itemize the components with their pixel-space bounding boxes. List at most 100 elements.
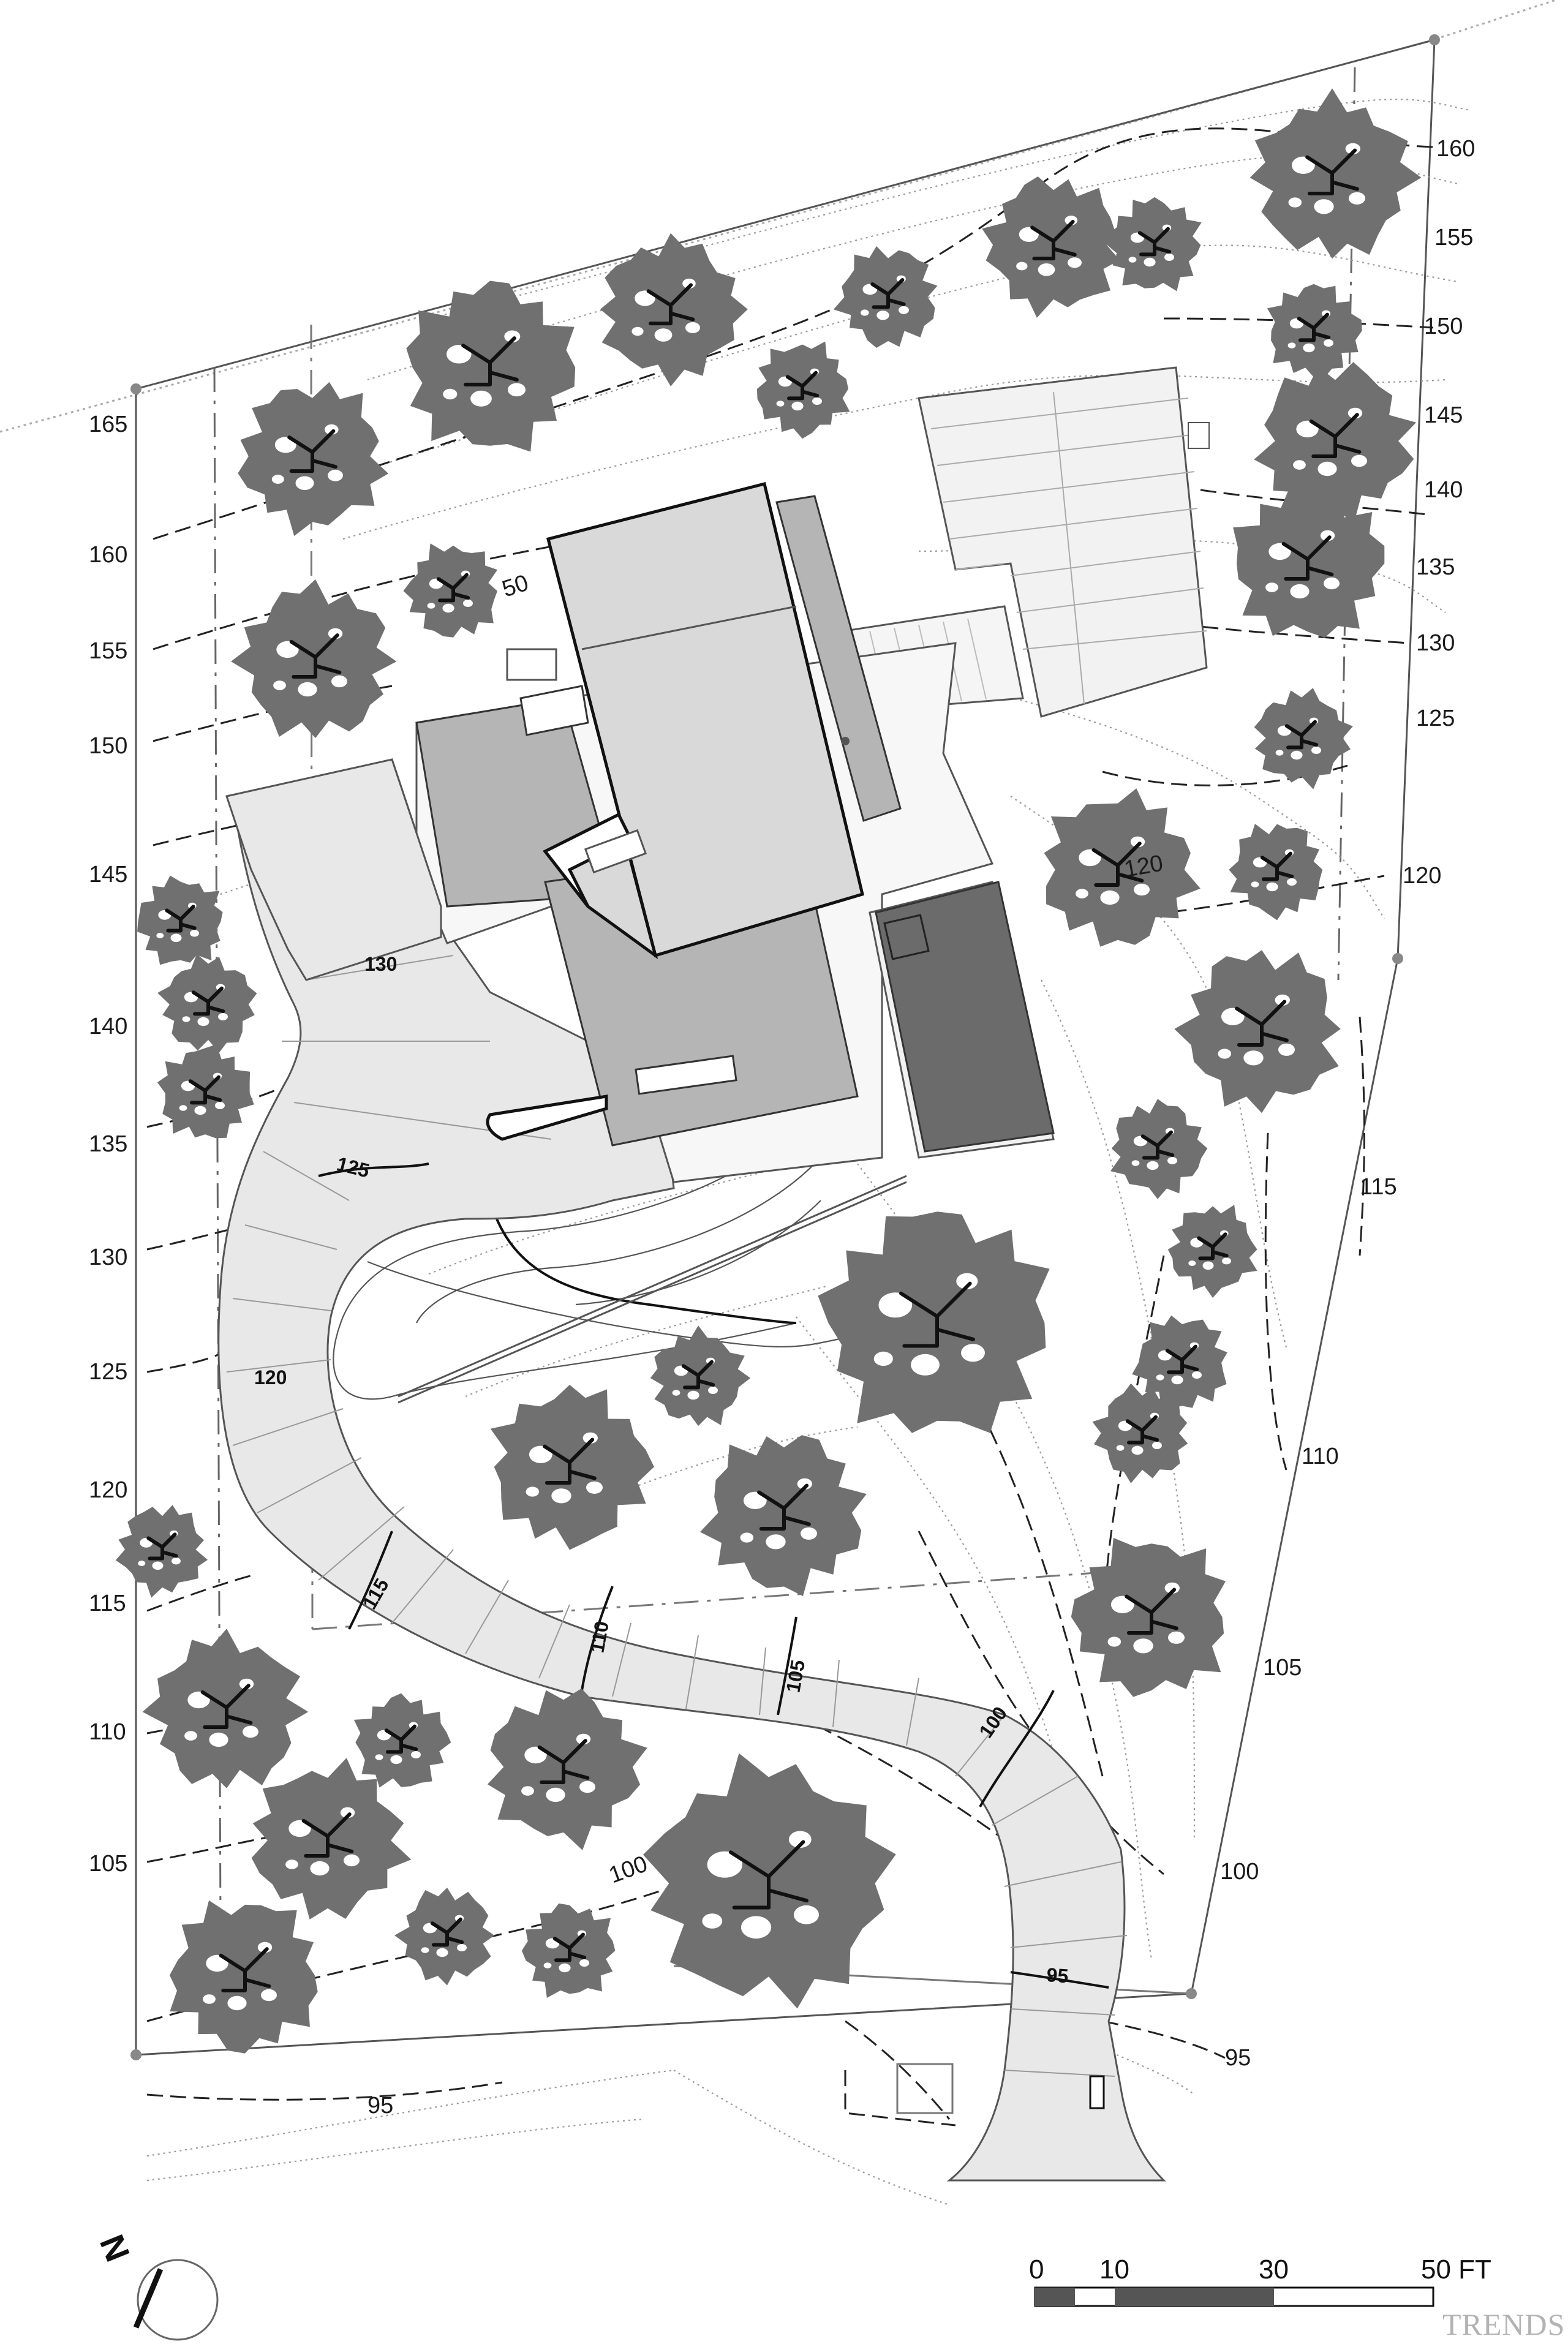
- brand-watermark: TRENDS: [1442, 2307, 1565, 2341]
- tree: [1229, 824, 1323, 921]
- tree-canopy-gap: [1320, 530, 1335, 541]
- tree-canopy-gap: [138, 1561, 146, 1566]
- tree-branches: [757, 1483, 811, 1531]
- tree-canopy-gap: [878, 1292, 913, 1318]
- tree-canopy-gap: [794, 1905, 819, 1924]
- svg-text:160: 160: [1436, 136, 1475, 162]
- tree-branches: [1137, 227, 1172, 257]
- tree-canopy-gap: [1265, 582, 1278, 592]
- svg-text:125: 125: [89, 1359, 127, 1385]
- tree-canopy-gap: [1134, 883, 1150, 896]
- tree-canopy-gap: [285, 1859, 298, 1869]
- svg-text:100: 100: [606, 1851, 651, 1888]
- tree: [231, 579, 397, 739]
- svg-text:165: 165: [89, 412, 127, 437]
- tree-branches: [785, 371, 820, 401]
- tree-canopy-gap: [421, 1947, 429, 1953]
- tree-canopy-gap: [1168, 1631, 1185, 1644]
- svg-text:100: 100: [1220, 1859, 1259, 1885]
- tree-canopy: [1132, 1315, 1227, 1409]
- svg-text:140: 140: [89, 1014, 127, 1039]
- tree-canopy-gap: [741, 1916, 772, 1939]
- tree: [643, 1753, 896, 2009]
- svg-text:95: 95: [1046, 1964, 1069, 1987]
- tree-branches: [552, 1932, 587, 1962]
- tree-canopy-gap: [1128, 257, 1137, 263]
- tree-canopy-gap: [1038, 263, 1055, 276]
- tree: [1044, 788, 1200, 947]
- tree-canopy-gap: [156, 933, 164, 938]
- tree: [251, 1758, 412, 1919]
- tree-canopy-gap: [239, 1678, 254, 1690]
- svg-text:130: 130: [364, 953, 397, 975]
- tree-canopy-gap: [190, 930, 199, 937]
- tree-canopy-gap: [1345, 143, 1360, 154]
- tree: [490, 1385, 654, 1550]
- svg-text:50 FT: 50 FT: [1421, 2255, 1491, 2285]
- tree-canopy-gap: [1131, 1445, 1144, 1455]
- tree-canopy-gap: [1311, 747, 1321, 754]
- tree-canopy-gap: [194, 1106, 206, 1115]
- tree-canopy-gap: [274, 437, 296, 453]
- tree-canopy-gap: [635, 290, 655, 306]
- tree-canopy-gap: [1100, 890, 1120, 905]
- tree: [818, 1211, 1050, 1433]
- tree-canopy-gap: [672, 1390, 680, 1396]
- svg-text:135: 135: [89, 1131, 127, 1157]
- svg-text:130: 130: [1416, 630, 1455, 656]
- tree-branches: [1297, 312, 1331, 342]
- tree-canopy: [1071, 1537, 1226, 1697]
- tree-canopy-gap: [1324, 339, 1333, 347]
- tree-canopy-gap: [182, 1016, 190, 1022]
- tree-branches: [287, 429, 337, 473]
- tree-canopy-gap: [1290, 584, 1310, 599]
- tree-canopy-gap: [543, 1962, 552, 1968]
- tree-canopy-gap: [1266, 882, 1278, 892]
- tree-canopy-gap: [740, 1532, 754, 1543]
- tree-canopy-gap: [261, 1989, 277, 2002]
- tree-canopy-gap: [1116, 1445, 1125, 1451]
- tree-canopy-gap: [702, 1913, 723, 1929]
- svg-text:50: 50: [499, 570, 532, 603]
- tree: [1254, 688, 1353, 789]
- tree-branches: [1030, 220, 1077, 261]
- tree-canopy-gap: [508, 383, 526, 397]
- svg-text:125: 125: [1416, 706, 1455, 731]
- tree-canopy-gap: [206, 1954, 228, 1972]
- tree-canopy-gap: [956, 1273, 978, 1289]
- svg-text:120: 120: [89, 1477, 127, 1503]
- tree-canopy-gap: [576, 1733, 591, 1745]
- tree-canopy-gap: [328, 469, 343, 481]
- tree-canopy-gap: [1156, 1374, 1164, 1381]
- tree-canopy-gap: [791, 401, 804, 411]
- tree: [1174, 950, 1341, 1113]
- tree-canopy-gap: [1147, 1161, 1159, 1170]
- tree-canopy-gap: [1133, 1638, 1153, 1654]
- svg-text:150: 150: [1424, 314, 1463, 339]
- tree: [1107, 197, 1202, 292]
- tree: [1233, 486, 1385, 638]
- tree: [756, 341, 850, 439]
- tree: [238, 382, 389, 537]
- svg-text:110: 110: [586, 1619, 612, 1654]
- svg-text:95: 95: [1225, 2045, 1251, 2071]
- tree-canopy-gap: [521, 1786, 534, 1796]
- tree-canopy-gap: [427, 603, 435, 609]
- svg-text:145: 145: [89, 862, 127, 887]
- tree-canopy-gap: [1278, 1043, 1295, 1056]
- tree-canopy-gap: [298, 682, 317, 697]
- tree-branches: [1125, 1588, 1178, 1635]
- tree-canopy-gap: [1192, 1371, 1202, 1379]
- tree-canopy-gap: [1079, 849, 1101, 867]
- tree-canopy-gap: [1251, 881, 1259, 887]
- tree-branches: [301, 1812, 354, 1858]
- tree-canopy-gap: [310, 1861, 330, 1876]
- svg-text:95: 95: [368, 2093, 393, 2119]
- tree-branches: [899, 1281, 975, 1348]
- tree: [169, 1900, 318, 2054]
- tree-canopy-gap: [1349, 192, 1365, 205]
- tree-canopy-gap: [411, 1751, 421, 1758]
- svg-text:115: 115: [1360, 1174, 1397, 1200]
- tree-canopy-gap: [801, 1527, 817, 1540]
- tree: [700, 1435, 867, 1596]
